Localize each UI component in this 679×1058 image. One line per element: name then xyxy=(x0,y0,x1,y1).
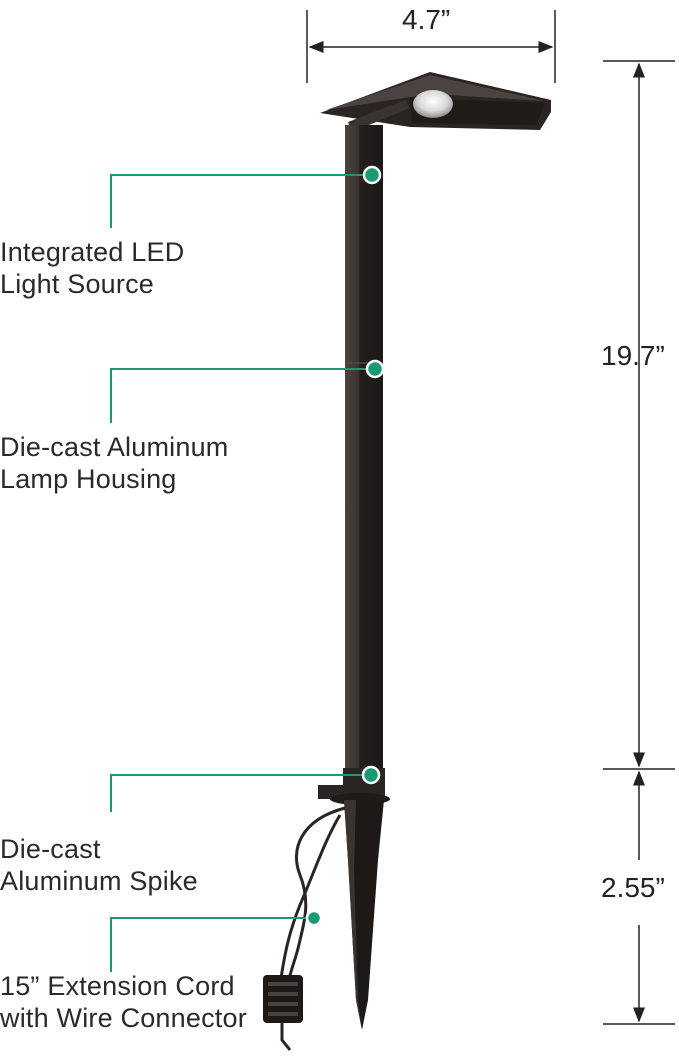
callout-lamp-housing: Die-cast Aluminum Lamp Housing xyxy=(0,431,228,495)
wire-connector xyxy=(263,975,303,1051)
led-dot-icon xyxy=(362,165,382,185)
callout-line2: Lamp Housing xyxy=(0,464,177,494)
pole xyxy=(343,125,385,798)
spike-dot-icon xyxy=(361,765,381,785)
width-label: 4.7” xyxy=(402,4,451,35)
cord-dot-icon xyxy=(305,909,323,927)
callout-line1: Die-cast Aluminum xyxy=(0,432,229,462)
spike-height-label: 2.55” xyxy=(601,872,665,903)
callout-dots xyxy=(305,165,385,927)
callout-line2: Aluminum Spike xyxy=(0,866,198,896)
callout-line1: Integrated LED xyxy=(0,237,185,267)
callout-led-light-source: Integrated LED Light Source xyxy=(0,236,184,300)
spike xyxy=(318,785,390,1030)
callout-aluminum-spike: Die-cast Aluminum Spike xyxy=(0,833,198,897)
pole-height-label: 19.7” xyxy=(601,340,665,371)
callout-leaders xyxy=(110,174,375,972)
callout-line1: 15” Extension Cord xyxy=(0,971,235,1001)
width-dimension xyxy=(306,10,556,83)
height-dimension xyxy=(603,60,675,1025)
lamp-head xyxy=(320,72,551,132)
callout-line1: Die-cast xyxy=(0,834,101,864)
callout-line2: Light Source xyxy=(0,269,154,299)
extension-cord xyxy=(278,806,346,986)
callout-extension-cord: 15” Extension Cord with Wire Connector xyxy=(0,970,247,1034)
housing-dot-icon xyxy=(365,359,385,379)
callout-line2: with Wire Connector xyxy=(0,1003,247,1033)
